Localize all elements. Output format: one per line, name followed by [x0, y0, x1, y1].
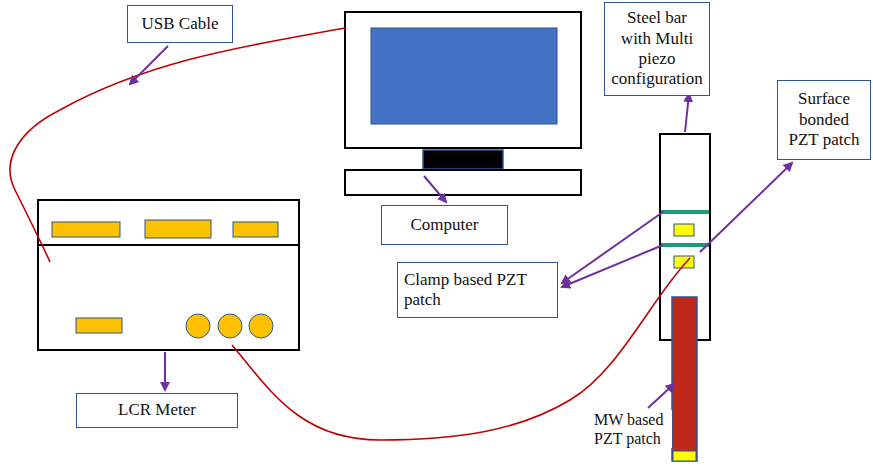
label-box: Steel bar with Multi piezo configuration: [604, 2, 710, 96]
lcr-meter-device: [38, 200, 299, 350]
usb-cable: [10, 28, 345, 262]
label-box: LCR Meter: [76, 393, 238, 428]
computer-monitor: [345, 12, 581, 195]
label-box: Computer: [381, 205, 508, 245]
label-text: Computer: [411, 215, 479, 235]
label-text: LCR Meter: [118, 400, 196, 420]
label-text: Steel bar with Multi piezo configuration: [611, 8, 703, 90]
leader-arrows: [130, 46, 792, 408]
label-box: USB Cable: [127, 5, 233, 43]
part-label: MW based PZT patch: [594, 410, 672, 448]
label-text: Surface bonded PZT patch: [784, 89, 864, 150]
label-text: Clamp based PZT patch: [404, 270, 551, 311]
label-box: Surface bonded PZT patch: [777, 80, 871, 160]
label-box: Clamp based PZT patch: [397, 262, 558, 318]
label-text: USB Cable: [142, 14, 219, 34]
